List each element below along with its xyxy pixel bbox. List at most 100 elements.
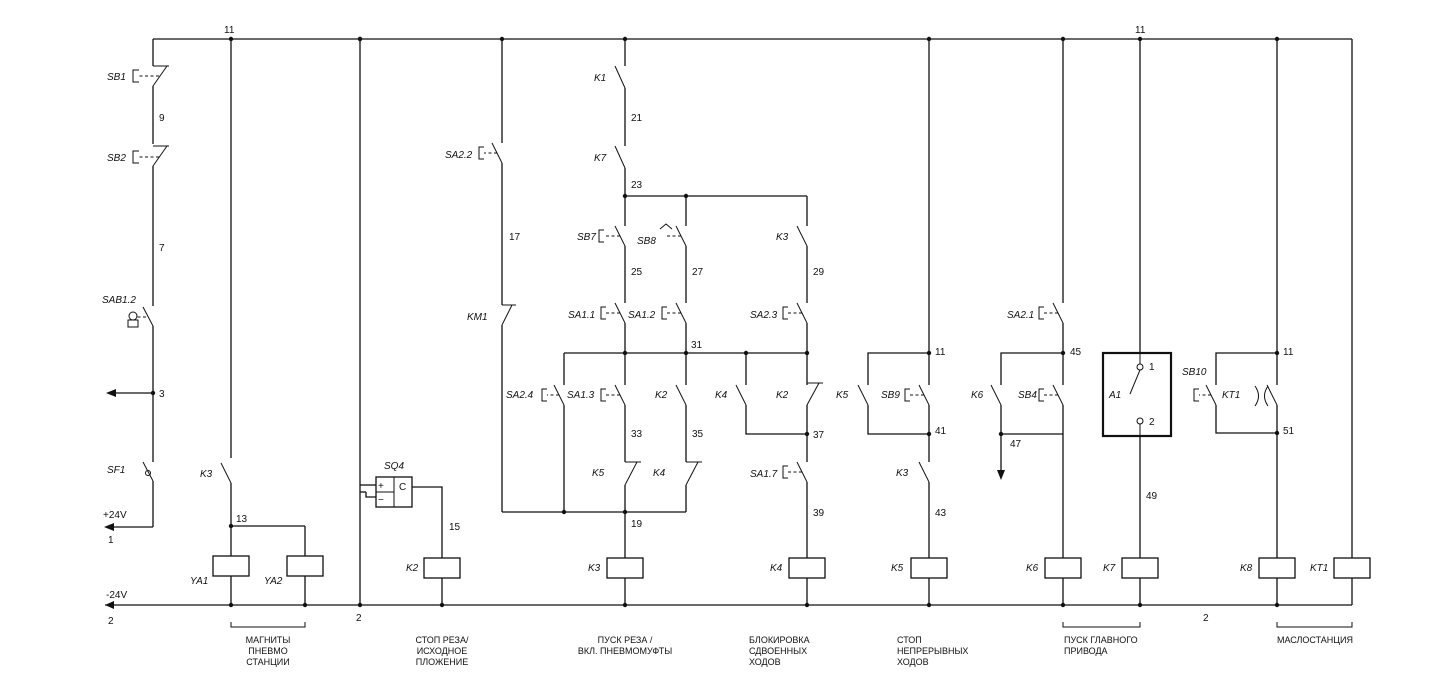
oil-kt1-coil bbox=[1333, 557, 1371, 579]
stopcont-k3-label: K3 bbox=[896, 468, 909, 479]
stop-cut-branch bbox=[357, 36, 461, 605]
sq4-label: SQ4 bbox=[384, 461, 404, 472]
oil-kt1-coil-label: KT1 bbox=[1310, 563, 1328, 574]
oil-k8-coil bbox=[1258, 557, 1296, 579]
pneumo-k3-label: K3 bbox=[200, 469, 213, 480]
wire-29-label: 29 bbox=[813, 267, 825, 278]
km1-label: KM1 bbox=[467, 312, 488, 323]
sa1-7-label: SA1.7 bbox=[750, 469, 778, 480]
stop-continuous-branch bbox=[857, 39, 948, 605]
svg-text:СДВОЕННЫХ: СДВОЕННЫХ bbox=[749, 646, 807, 656]
wire-37-label: 37 bbox=[813, 430, 825, 441]
wire-35-label: 35 bbox=[692, 429, 704, 440]
top-rail-wire-label-right: 11 bbox=[1135, 25, 1146, 36]
ya2-label: YA2 bbox=[264, 576, 283, 587]
ya2-coil bbox=[286, 555, 324, 577]
negative-voltage-label: -24V bbox=[106, 590, 127, 601]
supply-chain bbox=[104, 65, 169, 531]
svg-text:ПНЕВМО: ПНЕВМО bbox=[248, 646, 287, 656]
stopcont-k5-label: K5 bbox=[836, 390, 849, 401]
oil-k8-coil-label: K8 bbox=[1240, 563, 1253, 574]
svg-text:МАГНИТЫ: МАГНИТЫ bbox=[246, 635, 291, 645]
sa2-3-label: SA2.3 bbox=[750, 310, 778, 321]
caption-pneumo: МАГНИТЫ ПНЕВМО СТАНЦИИ bbox=[246, 635, 291, 667]
wire-27-label: 27 bbox=[692, 267, 704, 278]
k1-label: K1 bbox=[594, 73, 606, 84]
stopcont-wire-11-label: 11 bbox=[935, 347, 946, 358]
ya1-label: YA1 bbox=[190, 576, 208, 587]
wire-43-label: 43 bbox=[935, 508, 947, 519]
stop-cut-k2-coil bbox=[423, 557, 461, 579]
stopcont-k5-coil-label: K5 bbox=[891, 563, 904, 574]
wire-13-label: 13 bbox=[236, 514, 248, 525]
main-k7-coil bbox=[1121, 557, 1159, 579]
cut-k4-label: K4 bbox=[653, 468, 666, 479]
cut-k5-label: K5 bbox=[592, 468, 605, 479]
sf1-label: SF1 bbox=[107, 465, 125, 476]
wire-51-label: 51 bbox=[1283, 426, 1295, 437]
svg-text:БЛОКИРОВКА: БЛОКИРОВКА bbox=[749, 635, 810, 645]
svg-text:ХОДОВ: ХОДОВ bbox=[897, 657, 929, 667]
sb9-label: SB9 bbox=[881, 390, 900, 401]
svg-text:МАСЛОСТАНЦИЯ: МАСЛОСТАНЦИЯ bbox=[1277, 635, 1353, 645]
ya1-coil bbox=[212, 555, 250, 577]
caption-stop-cut: СТОП РЕЗА/ ИСХОДНОЕ ПЛОЖЕНИЕ bbox=[415, 635, 469, 667]
sq4-minus: − bbox=[378, 495, 384, 506]
kt1-contact-label: KT1 bbox=[1222, 390, 1240, 401]
cut-k3-coil-label: K3 bbox=[588, 563, 601, 574]
oil-wire-11-label: 11 bbox=[1283, 347, 1294, 358]
caption-stop-continuous: СТОП НЕПРЕРЫВНЫХ ХОДОВ bbox=[897, 635, 968, 667]
svg-text:ХОДОВ: ХОДОВ bbox=[749, 657, 781, 667]
wire-15-label: 15 bbox=[449, 522, 461, 533]
svg-text:СТОП: СТОП bbox=[897, 635, 922, 645]
wire-7-label: 7 bbox=[159, 243, 165, 254]
svg-text:ВКЛ. ПНЕВМОМУФТЫ: ВКЛ. ПНЕВМОМУФТЫ bbox=[578, 646, 672, 656]
main-k6-label: K6 bbox=[971, 390, 984, 401]
caption-cut-start: ПУСК РЕЗА / ВКЛ. ПНЕВМОМУФТЫ bbox=[578, 635, 672, 656]
wire-9-label: 9 bbox=[159, 113, 165, 124]
sa2-4-label: SA2.4 bbox=[506, 390, 534, 401]
caption-main-drive: ПУСК ГЛАВНОГО ПРИВОДА bbox=[1064, 635, 1138, 656]
sa1-2-label: SA1.2 bbox=[628, 310, 656, 321]
a1-terminal-2: 2 bbox=[1149, 417, 1155, 428]
cut-start-branch bbox=[478, 39, 810, 605]
oil-station-branch bbox=[1193, 39, 1371, 605]
sa2-2-label: SA2.2 bbox=[445, 150, 473, 161]
stop-cut-k2-label: K2 bbox=[406, 563, 419, 574]
wire-19-label: 19 bbox=[631, 519, 643, 530]
svg-text:СТАНЦИИ: СТАНЦИИ bbox=[246, 657, 290, 667]
bottom-rail-wire-label-mid: 2 bbox=[356, 613, 362, 624]
sb2-label: SB2 bbox=[107, 153, 126, 164]
wire-23-label: 23 bbox=[631, 180, 643, 191]
main-k7-coil-label: K7 bbox=[1103, 563, 1116, 574]
bottom-rail-wire-label-right: 2 bbox=[1203, 613, 1209, 624]
wire-21-label: 21 bbox=[631, 113, 643, 124]
block-branch bbox=[735, 196, 826, 605]
a1-terminal-1: 1 bbox=[1149, 362, 1155, 373]
cut-k3-coil bbox=[606, 557, 644, 579]
block-k4-coil bbox=[788, 557, 826, 579]
svg-text:ИСХОДНОЕ: ИСХОДНОЕ bbox=[417, 646, 468, 656]
sa1-1-label: SA1.1 bbox=[568, 310, 595, 321]
sq4-c: C bbox=[399, 482, 406, 493]
cut-k2-label: K2 bbox=[655, 390, 668, 401]
sb7-label: SB7 bbox=[577, 232, 596, 243]
supply-wire-label: 1 bbox=[108, 535, 114, 546]
svg-text:ПРИВОДА: ПРИВОДА bbox=[1064, 646, 1108, 656]
wire-47-label: 47 bbox=[1010, 439, 1022, 450]
svg-text:СТОП РЕЗА/: СТОП РЕЗА/ bbox=[415, 635, 469, 645]
block-k4-coil-label: K4 bbox=[770, 563, 783, 574]
block-k2-label: K2 bbox=[776, 390, 789, 401]
wire-33-label: 33 bbox=[631, 429, 643, 440]
sb8-label: SB8 bbox=[637, 236, 656, 247]
wire-17-label: 17 bbox=[509, 232, 521, 243]
wire-3-label: 3 bbox=[159, 389, 165, 400]
bottom-rail-wire-label-left: 2 bbox=[108, 616, 114, 627]
sb10-label: SB10 bbox=[1182, 367, 1207, 378]
stopcont-k5-coil bbox=[910, 557, 948, 579]
svg-text:ПЛОЖЕНИЕ: ПЛОЖЕНИЕ bbox=[416, 657, 468, 667]
wire-41-label: 41 bbox=[935, 426, 947, 437]
block-k4-label: K4 bbox=[715, 390, 728, 401]
wire-25-label: 25 bbox=[631, 267, 643, 278]
